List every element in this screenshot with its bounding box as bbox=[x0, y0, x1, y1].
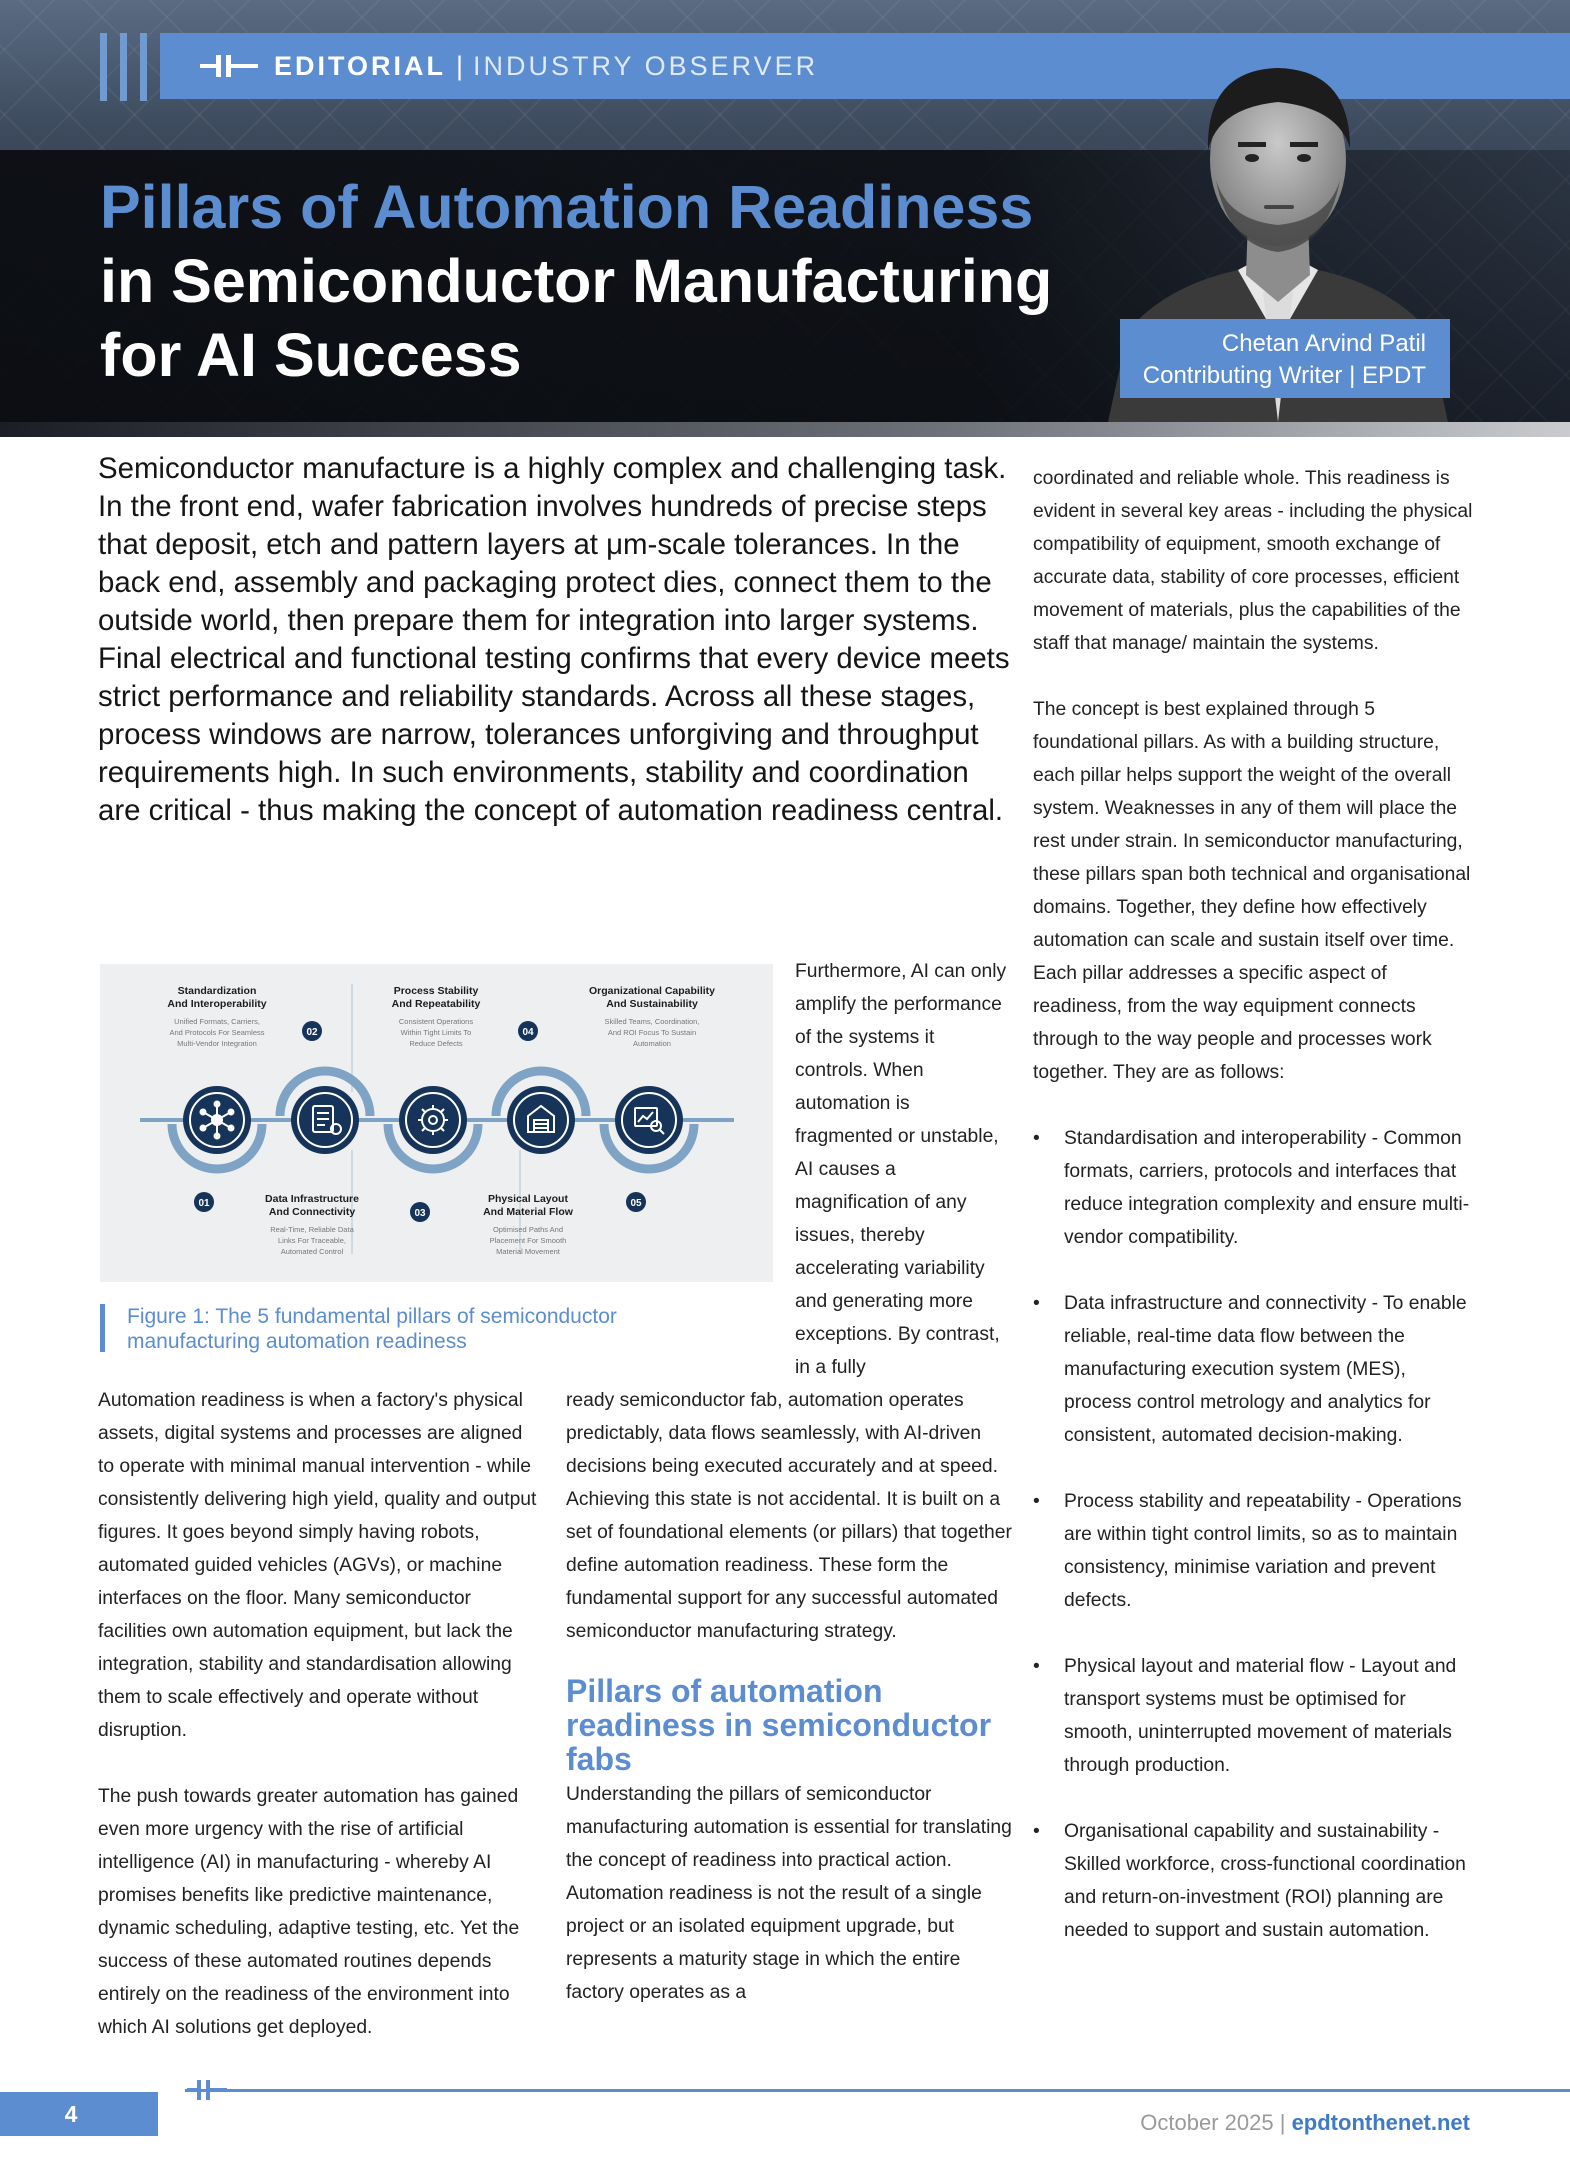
data-document-icon bbox=[312, 1105, 342, 1135]
pillar-node-1 bbox=[167, 1086, 267, 1174]
pillar-3-title-2: And Repeatability bbox=[392, 998, 481, 1010]
bullet-icon: • bbox=[1033, 1821, 1040, 1842]
pillar-labels-top: Standardization And Interoperability Uni… bbox=[167, 985, 715, 1048]
banner-separator: | bbox=[456, 50, 464, 81]
pillar-number-badges: 01 02 03 04 05 bbox=[194, 1021, 646, 1222]
column-1-paragraph-2: The push towards greater automation has … bbox=[98, 1786, 520, 2038]
pillar-2-desc-2: Links For Traceable, bbox=[278, 1236, 346, 1245]
pillar-labels-bottom: Data Infrastructure And Connectivity Rea… bbox=[265, 1193, 574, 1256]
author-role: Contributing Writer | EPDT bbox=[1142, 362, 1426, 389]
pillar-node-4 bbox=[491, 1066, 591, 1154]
bullet-icon: • bbox=[1033, 1491, 1040, 1512]
footer-separator: | bbox=[1279, 2110, 1286, 2135]
pillar-number-02: 02 bbox=[306, 1027, 318, 1038]
pillar-4-desc-2: Placement For Smooth bbox=[490, 1236, 567, 1245]
bullet-icon: • bbox=[1033, 1656, 1040, 1677]
column-3-paragraph-1: coordinated and reliable whole. This rea… bbox=[1033, 468, 1473, 654]
column-2-paragraph-1: ready semiconductor fab, automation oper… bbox=[566, 1390, 1012, 1642]
bullet-icon: • bbox=[1033, 1293, 1040, 1314]
circuit-logo-icon bbox=[187, 2080, 227, 2100]
list-item-text: Standardisation and interoperability - C… bbox=[1064, 1128, 1470, 1248]
pillar-5-title: Organizational Capability bbox=[589, 985, 715, 997]
pillar-4-desc-3: Material Movement bbox=[496, 1247, 561, 1256]
pillar-4-title-2: And Material Flow bbox=[483, 1206, 574, 1218]
pillar-1-title: Standardization bbox=[178, 985, 257, 997]
column-1-paragraph-1: Automation readiness is when a factory's… bbox=[98, 1390, 537, 1741]
list-item-text: Organisational capability and sustainabi… bbox=[1064, 1821, 1466, 1941]
list-item: • Organisational capability and sustainab… bbox=[1033, 1815, 1473, 1947]
pillars-list: • Standardisation and interoperability - … bbox=[1033, 1122, 1473, 1947]
list-item: • Process stability and repeatability - O… bbox=[1033, 1485, 1473, 1617]
pillar-3-desc-3: Reduce Defects bbox=[409, 1039, 463, 1048]
header-gradient-strip bbox=[0, 422, 1570, 437]
list-item-text: Data infrastructure and connectivity - T… bbox=[1064, 1293, 1467, 1446]
headline-accent: Pillars of Automation Readiness bbox=[100, 173, 1034, 241]
page-number-box: 4 bbox=[0, 2092, 158, 2136]
list-item-text: Physical layout and material flow - Layo… bbox=[1064, 1656, 1457, 1776]
list-item: • Data infrastructure and connectivity - … bbox=[1033, 1287, 1473, 1452]
bullet-icon: • bbox=[1033, 1128, 1040, 1149]
page-number: 4 bbox=[64, 2100, 78, 2127]
pillar-4-desc: Optimised Paths And bbox=[493, 1225, 563, 1234]
pillar-5-desc: Skilled Teams, Coordination, bbox=[605, 1017, 700, 1026]
list-item-text: Process stability and repeatability - Op… bbox=[1064, 1491, 1462, 1611]
column-1: Automation readiness is when a factory's… bbox=[98, 1384, 538, 2044]
gear-icon bbox=[418, 1105, 448, 1135]
banner-editorial-label: EDITORIAL bbox=[274, 50, 447, 81]
author-box: Chetan Arvind Patil Contributing Writer … bbox=[1120, 319, 1450, 398]
pillar-5-title-2: And Sustainability bbox=[606, 998, 698, 1010]
list-item: • Standardisation and interoperability - … bbox=[1033, 1122, 1473, 1254]
section-heading: Pillars of automation readiness in semic… bbox=[566, 1673, 992, 1777]
banner-edge-bars bbox=[100, 33, 148, 101]
pillar-number-01: 01 bbox=[198, 1198, 210, 1209]
column-3: coordinated and reliable whole. This rea… bbox=[1033, 462, 1473, 1980]
pillar-number-03: 03 bbox=[414, 1208, 426, 1219]
footer-rule bbox=[185, 2089, 1570, 2092]
pillar-2-desc-3: Automated Control bbox=[281, 1247, 344, 1256]
pillar-5-desc-3: Automation bbox=[633, 1039, 671, 1048]
figure-side-text: Furthermore, AI can only amplify the per… bbox=[795, 961, 1007, 1378]
pillar-2-title-2: And Connectivity bbox=[269, 1206, 355, 1218]
pillar-4-title: Physical Layout bbox=[488, 1193, 568, 1205]
pillar-number-04: 04 bbox=[522, 1027, 534, 1038]
list-item: • Physical layout and material flow - Lay… bbox=[1033, 1650, 1473, 1782]
analytics-icon bbox=[634, 1107, 665, 1135]
pillar-3-desc: Consistent Operations bbox=[399, 1017, 473, 1026]
circuit-logo-icon bbox=[200, 55, 258, 77]
pillars-diagram: 01 02 03 04 05 Standardization And Inter… bbox=[140, 984, 734, 1256]
warehouse-icon bbox=[527, 1104, 555, 1133]
pillar-3-desc-2: Within Tight Limits To bbox=[401, 1028, 472, 1037]
column-2-paragraph-2: Understanding the pillars of semiconduct… bbox=[566, 1784, 1012, 2003]
header: EDITORIAL | INDUSTRY OBSERVER Pillars of… bbox=[0, 0, 1570, 437]
figure-caption: Figure 1: The 5 fundamental pillars of s… bbox=[100, 1304, 700, 1353]
pillar-1-desc: Unified Formats, Carriers, bbox=[174, 1017, 260, 1026]
author-name: Chetan Arvind Patil bbox=[1221, 330, 1426, 357]
article-headline: Pillars of Automation Readiness in Semic… bbox=[100, 170, 1060, 392]
pillar-node-3 bbox=[383, 1086, 483, 1174]
pillar-5-desc-2: And ROI Focus To Sustain bbox=[608, 1028, 696, 1037]
editorial-banner: EDITORIAL | INDUSTRY OBSERVER bbox=[160, 33, 1570, 99]
pillar-node-5 bbox=[599, 1086, 699, 1174]
pillar-3-title: Process Stability bbox=[394, 985, 479, 997]
pillar-2-desc: Real-Time, Reliable Data bbox=[270, 1225, 354, 1234]
pillar-number-05: 05 bbox=[630, 1198, 642, 1209]
network-hub-icon bbox=[199, 1100, 235, 1140]
pillar-2-title: Data Infrastructure bbox=[265, 1193, 359, 1205]
pillar-node-2 bbox=[275, 1066, 375, 1154]
issue-date: October 2025 bbox=[1140, 2110, 1274, 2135]
pillar-1-title-2: And Interoperability bbox=[167, 998, 266, 1010]
column-2: ready semiconductor fab, automation oper… bbox=[566, 1384, 1016, 2009]
lead-paragraph: Semiconductor manufacture is a highly co… bbox=[98, 452, 1010, 827]
footer-info: October 2025 | epdtonthenet.net bbox=[1140, 2110, 1470, 2136]
pillars-figure: 01 02 03 04 05 Standardization And Inter… bbox=[100, 964, 773, 1282]
banner-section-label: INDUSTRY OBSERVER bbox=[473, 50, 819, 81]
website-link[interactable]: epdtonthenet.net bbox=[1291, 2110, 1470, 2135]
pillar-1-desc-3: Multi-Vendor Integration bbox=[177, 1039, 257, 1048]
column-3-paragraph-2: The concept is best explained through 5 … bbox=[1033, 699, 1471, 1083]
pillar-1-desc-2: And Protocols For Seamless bbox=[169, 1028, 264, 1037]
headline-rest: in Semiconductor Manufacturing for AI Su… bbox=[100, 247, 1053, 389]
